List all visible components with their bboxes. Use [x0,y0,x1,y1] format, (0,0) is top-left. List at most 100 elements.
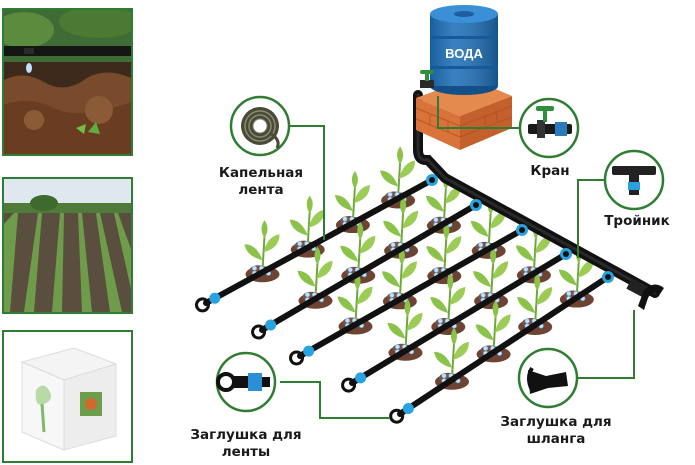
plant-stem [532,237,537,272]
leaf [558,269,577,286]
tape-connector [209,292,221,304]
drip-tapes [194,177,611,424]
leaf [263,234,280,253]
water-drop [389,292,395,298]
leaf [357,221,364,240]
leaf [577,259,594,278]
leaf [383,220,402,237]
label-valve-text: Кран [530,163,570,179]
tape-end-plug [389,408,405,424]
leaf [356,286,373,305]
callout-drip-tape [229,95,291,157]
main-line-tees [426,174,614,283]
leaf [400,196,407,215]
plant-stem [492,316,497,351]
plant-stem [354,288,359,323]
callout-hose-plug [517,347,579,409]
water-drop [478,242,484,248]
leaf [451,327,457,346]
tape-connector [265,319,277,331]
water-drop [566,291,572,297]
leaf [534,272,541,291]
plant-stem [490,263,495,298]
leaf [470,220,489,237]
tape-connector [402,402,414,414]
leaf [492,261,509,280]
plant-stem [357,237,362,272]
tape-end-plug [341,377,357,393]
plant-stem [351,186,356,222]
leaf [297,270,316,287]
label-hose-plug: Заглушка для шланга [488,414,624,448]
label-hose-plug-line1: Заглушка для [500,414,612,430]
plant-stem [397,162,402,197]
plant-stem [442,187,447,222]
tee-center [605,274,611,280]
leaf [359,235,376,254]
water-tank: ВОДА [430,5,498,95]
plant-stem [443,238,448,273]
leaf [261,220,268,239]
plant-stem [447,288,452,324]
tee-center [473,202,479,208]
tank-label: ВОДА [445,46,483,61]
tee-center [519,227,525,233]
callout-tape-plug [215,351,277,413]
leaf [314,246,321,265]
label-drip-tape: Капельная лента [198,165,324,199]
plant-stem [575,261,580,296]
leaf [449,286,466,305]
leaf [334,195,353,212]
label-tee: Тройник [592,213,682,230]
water-drop [344,317,350,323]
label-drip-tape-line2: лента [238,182,284,198]
plant-stem [451,343,455,378]
hose-end-plug [626,278,664,310]
leaf [430,296,449,313]
leaf [351,171,358,190]
photo-field-rows [2,177,133,314]
water-drop [524,318,530,324]
plant-stem [487,212,492,247]
leaf [337,296,356,313]
water-drop [297,241,303,247]
water-drop [483,345,489,351]
plant-stem [400,212,405,247]
label-valve: Кран [520,163,580,180]
leaf [404,298,411,317]
plant-stem [261,236,266,271]
leaf [340,245,359,262]
water-drop [304,292,310,298]
label-tape-plug-line2: ленты [221,444,271,460]
leaf [402,210,419,229]
tape-connector [303,345,315,357]
leaf [453,341,469,360]
water-drop [433,267,439,273]
leaf [380,170,399,187]
valve-on-tank [420,70,434,88]
leaf [489,210,506,229]
drip-tape-line [203,177,435,306]
leaf [244,244,263,261]
water-drop [433,217,439,223]
water-drop [441,373,447,379]
drip-tape-line [397,274,611,417]
water-drop [390,242,396,248]
leaf [490,247,497,266]
plant-stem [306,211,311,246]
leaf [426,246,445,263]
leaf [381,271,400,288]
water-drop [387,191,393,197]
leaf [515,245,534,262]
water-drop [347,267,353,273]
tee-center [429,177,435,183]
drip-tape-line [349,251,569,386]
leaf [447,272,454,291]
plant-stem [314,262,319,297]
label-tee-text: Тройник [604,213,670,229]
water-drop [523,266,529,272]
label-hose-plug-line2: шланга [526,431,586,447]
leaf [316,260,333,279]
water-drop [342,216,348,222]
